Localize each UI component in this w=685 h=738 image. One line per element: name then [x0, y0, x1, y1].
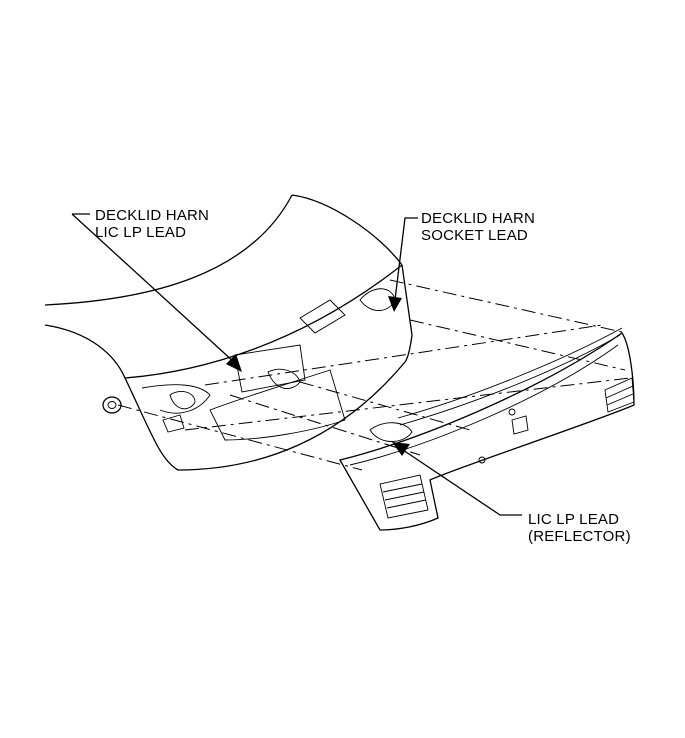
callout-line: LIC LP LEAD	[95, 224, 187, 241]
alignment-lines	[117, 279, 631, 471]
leader-decklid-harn-lic-lp	[71, 213, 242, 372]
reflector-panel	[339, 327, 635, 531]
leader-decklid-harn-socket	[388, 217, 418, 312]
leader-lic-lp-lead-reflector	[392, 442, 522, 516]
callout-line: SOCKET LEAD	[421, 227, 528, 244]
callout-line: DECKLID HARN	[421, 210, 536, 227]
callout-line: LIC LP LEAD	[528, 511, 620, 528]
callout-decklid-harn-socket-lead: DECKLID HARN SOCKET LEAD	[421, 210, 535, 244]
grommet	[102, 396, 122, 414]
callout-lic-lp-lead-reflector: LIC LP LEAD (REFLECTOR)	[528, 511, 631, 545]
callout-line: (REFLECTOR)	[528, 528, 631, 545]
callout-line: DECKLID HARN	[95, 207, 210, 224]
callout-decklid-harn-lic-lp-lead: DECKLID HARN LIC LP LEAD	[95, 207, 209, 241]
